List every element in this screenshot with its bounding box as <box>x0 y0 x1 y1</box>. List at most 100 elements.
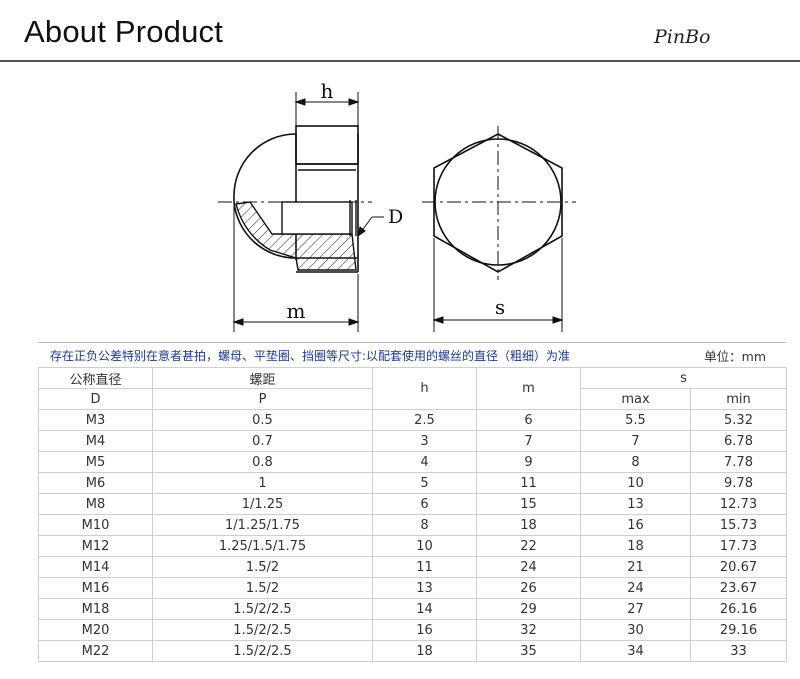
header-divider <box>0 60 800 62</box>
cell-s-min: 33 <box>690 640 787 662</box>
cell-m: 24 <box>476 556 581 578</box>
cell-pitch: 1.5/2/2.5 <box>152 619 373 641</box>
cell-s-min: 12.73 <box>690 493 787 515</box>
cell-m: 32 <box>476 619 581 641</box>
cell-s-min: 6.78 <box>690 430 787 452</box>
cell-s-max: 21 <box>580 556 691 578</box>
header-h: h <box>372 367 477 410</box>
cell-s-min: 20.67 <box>690 556 787 578</box>
cell-s-max: 8 <box>580 451 691 473</box>
header-s: s <box>580 367 787 389</box>
header-p-cn: 螺距 <box>152 367 373 389</box>
cell-h: 10 <box>372 535 477 557</box>
cell-s-max: 13 <box>580 493 691 515</box>
label-h: h <box>321 79 334 103</box>
cell-h: 8 <box>372 514 477 536</box>
cell-size: M22 <box>38 640 153 662</box>
header-d: D <box>38 388 153 410</box>
technical-drawing: h D m s <box>218 79 576 332</box>
table-header-row: 公称直径 螺距 h m s <box>38 367 787 410</box>
cell-s-max: 7 <box>580 430 691 452</box>
cell-s-min: 7.78 <box>690 451 787 473</box>
cell-size: M5 <box>38 451 153 473</box>
cell-size: M18 <box>38 598 153 620</box>
cell-size: M6 <box>38 472 153 494</box>
cell-h: 14 <box>372 598 477 620</box>
cell-s-min: 17.73 <box>690 535 787 557</box>
cell-m: 7 <box>476 430 581 452</box>
cell-size: M3 <box>38 409 153 431</box>
cell-pitch: 0.8 <box>152 451 373 473</box>
cell-s-max: 10 <box>580 472 691 494</box>
cell-m: 26 <box>476 577 581 599</box>
label-s: s <box>495 295 505 319</box>
table-subheader-row: D P max min <box>38 388 787 410</box>
cell-h: 13 <box>372 577 477 599</box>
cell-s-min: 9.78 <box>690 472 787 494</box>
label-d: D <box>388 206 403 228</box>
cell-pitch: 1.5/2 <box>152 556 373 578</box>
cell-h: 4 <box>372 451 477 473</box>
cell-size: M12 <box>38 535 153 557</box>
cell-m: 9 <box>476 451 581 473</box>
cell-pitch: 0.7 <box>152 430 373 452</box>
cell-size: M16 <box>38 577 153 599</box>
thread-hole <box>281 201 353 235</box>
cell-h: 18 <box>372 640 477 662</box>
cell-s-max: 16 <box>580 514 691 536</box>
cell-size: M20 <box>38 619 153 641</box>
cell-s-max: 27 <box>580 598 691 620</box>
cell-pitch: 0.5 <box>152 409 373 431</box>
cell-pitch: 1/1.25 <box>152 493 373 515</box>
cell-m: 35 <box>476 640 581 662</box>
cell-pitch: 1/1.25/1.75 <box>152 514 373 536</box>
cell-s-min: 15.73 <box>690 514 787 536</box>
notice-row: 存在正负公差特别在意者甚拍，螺母、平垫圈、挡圈等尺寸:以配套使用的螺丝的直径（粗… <box>38 342 786 367</box>
header-p: P <box>152 388 373 410</box>
dimension-d <box>357 216 384 238</box>
cell-pitch: 1.5/2 <box>152 577 373 599</box>
cell-h: 6 <box>372 493 477 515</box>
brand-logo: PinBo <box>654 26 711 48</box>
cell-m: 29 <box>476 598 581 620</box>
page-title: About Product <box>24 14 224 49</box>
cell-pitch: 1 <box>152 472 373 494</box>
dimension-s <box>432 238 564 332</box>
cell-m: 6 <box>476 409 581 431</box>
cell-s-min: 5.32 <box>690 409 787 431</box>
dimension-h <box>294 92 360 126</box>
tolerance-notice: 存在正负公差特别在意者甚拍，螺母、平垫圈、挡圈等尺寸:以配套使用的螺丝的直径（粗… <box>50 349 571 363</box>
cell-s-max: 5.5 <box>580 409 691 431</box>
cell-size: M4 <box>38 430 153 452</box>
cell-pitch: 1.5/2/2.5 <box>152 640 373 662</box>
label-m: m <box>287 299 306 323</box>
cell-size: M10 <box>38 514 153 536</box>
dimension-m <box>232 204 360 332</box>
cell-m: 11 <box>476 472 581 494</box>
cell-s-min: 26.16 <box>690 598 787 620</box>
cell-s-max: 18 <box>580 535 691 557</box>
cell-m: 22 <box>476 535 581 557</box>
header-d-cn: 公称直径 <box>38 367 153 389</box>
header-m: m <box>476 367 581 410</box>
cell-h: 3 <box>372 430 477 452</box>
cell-pitch: 1.5/2/2.5 <box>152 598 373 620</box>
cell-pitch: 1.25/1.5/1.75 <box>152 535 373 557</box>
cell-h: 2.5 <box>372 409 477 431</box>
header-max: max <box>580 388 691 410</box>
cell-m: 18 <box>476 514 581 536</box>
page-header: About Product PinBo <box>0 0 800 62</box>
cell-s-max: 34 <box>580 640 691 662</box>
